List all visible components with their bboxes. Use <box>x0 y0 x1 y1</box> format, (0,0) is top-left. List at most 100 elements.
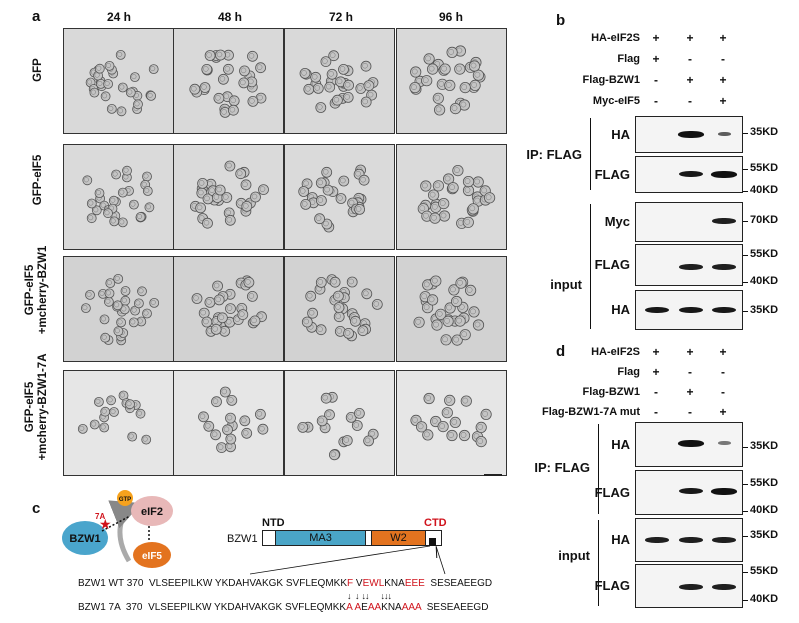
zoom-lines <box>250 546 446 575</box>
condition-sign: - <box>654 94 658 108</box>
mut-sequence: BZW1 7A 370 VLSEEPILKW YKDAHVAKGK SVFLEQ… <box>78 602 489 613</box>
group-bracket <box>590 204 591 329</box>
row-label-gfp-eif5-bzw1-7a: GFP-eIF5+mcherry-BZW1-7A <box>24 353 49 461</box>
marker-tick <box>743 282 748 283</box>
blot-label: HA <box>611 436 630 452</box>
condition-sign: - <box>688 52 692 66</box>
embryo-image-tile <box>396 370 507 476</box>
protein-band <box>644 306 670 314</box>
protein-band <box>712 217 736 225</box>
ctd-label: CTD <box>424 517 447 529</box>
condition-sign: - <box>688 94 692 108</box>
blot-label: FLAG <box>594 484 630 500</box>
mw-marker: 35KD <box>750 440 779 452</box>
mw-marker: 55KD <box>750 565 779 577</box>
protein-band <box>717 441 731 445</box>
embryo-image-tile <box>173 28 284 134</box>
condition-label: HA-eIF2S <box>591 346 640 358</box>
blot-label: HA <box>611 532 630 547</box>
eif5-label: eIF5 <box>142 551 162 562</box>
protein-band <box>645 536 669 544</box>
blot-label: FLAG <box>594 578 630 593</box>
condition-sign: - <box>721 385 725 399</box>
group-bracket <box>590 118 591 190</box>
condition-sign: - <box>721 52 725 66</box>
condition-sign: + <box>719 94 727 108</box>
protein-band <box>711 170 737 178</box>
group-label: IP: FLAG <box>526 147 582 162</box>
protein-band <box>711 306 737 314</box>
blot-label: FLAG <box>594 166 630 182</box>
mw-marker: 55KD <box>750 162 779 174</box>
blot-strip <box>635 470 743 515</box>
condition-sign: - <box>654 385 658 399</box>
timepoint-label: 72 h <box>328 10 353 24</box>
embryo-image-tile <box>284 28 395 134</box>
condition-sign: + <box>652 52 660 66</box>
embryo-image-tile <box>284 256 395 362</box>
marker-tick <box>743 221 748 222</box>
embryo-image-tile <box>63 144 174 250</box>
interaction-diagram: ★ 7A BZW1 eIF2 GTP eIF5 <box>62 490 173 568</box>
embryo-image-tile <box>396 256 507 362</box>
marker-tick <box>743 447 748 448</box>
blot-strip <box>635 290 743 330</box>
blot-strip <box>635 116 743 153</box>
mw-marker: 35KD <box>750 529 779 541</box>
mw-marker: 40KD <box>750 504 779 516</box>
protein-band <box>711 487 737 495</box>
gtp-label: GTP <box>119 497 131 503</box>
condition-sign: - <box>721 365 725 379</box>
group-label: input <box>550 277 582 292</box>
row-label-gfp: GFP <box>32 58 44 82</box>
bzw1-label: BZW1 <box>69 533 100 545</box>
eif2-node <box>131 496 173 526</box>
embryo-image-tile <box>173 256 284 362</box>
scale-bar <box>484 474 502 476</box>
blot-strip <box>635 156 743 193</box>
blot-label: FLAG <box>594 257 630 272</box>
row-label-gfp-eif5: GFP-eIF5 <box>32 154 44 206</box>
condition-sign: + <box>719 405 727 419</box>
condition-sign: + <box>652 365 660 379</box>
condition-sign: + <box>719 31 727 45</box>
row-label-gfp-eif5-bzw1: GFP-eIF5+mcherry-BZW1 <box>24 245 49 335</box>
condition-label: Flag <box>617 366 640 378</box>
condition-sign: + <box>686 73 694 87</box>
condition-sign: - <box>654 405 658 419</box>
protein-band <box>678 306 704 314</box>
group-label: input <box>558 548 590 563</box>
marker-tick <box>743 511 748 512</box>
marker-tick <box>743 255 748 256</box>
group-label: IP: FLAG <box>534 460 590 475</box>
protein-band <box>679 263 703 271</box>
embryo-image-tile <box>63 256 174 362</box>
blot-strip <box>635 564 743 608</box>
protein-band <box>712 583 736 591</box>
protein-band <box>679 583 703 591</box>
marker-tick <box>743 572 748 573</box>
condition-sign: - <box>688 405 692 419</box>
mw-marker: 55KD <box>750 477 779 489</box>
embryo-image-tile <box>284 144 395 250</box>
panel-a-letter: a <box>32 8 41 25</box>
panel-c-letter: c <box>32 500 41 517</box>
marker-tick <box>743 536 748 537</box>
mutation-arrows: ↓ ↓ ↓↓ ↓↓↓ <box>347 591 392 601</box>
blot-strip <box>635 518 743 562</box>
blot-strip <box>635 422 743 467</box>
embryo-image-tile <box>63 370 174 476</box>
mutation-star-icon: ★ <box>99 517 112 533</box>
protein-band <box>678 439 704 447</box>
timepoint-label: 96 h <box>438 10 463 24</box>
marker-tick <box>743 133 748 134</box>
protein-band <box>678 487 704 495</box>
dotted-line <box>101 515 131 532</box>
marker-tick <box>743 191 748 192</box>
protein-label: BZW1 <box>227 533 258 545</box>
mw-marker: 55KD <box>750 248 779 260</box>
blot-label: HA <box>611 126 630 142</box>
wt-sequence: BZW1 WT 370 VLSEEPILKW YKDAHVAKGK SVFLEQ… <box>78 578 493 589</box>
condition-sign: + <box>652 31 660 45</box>
mw-marker: 35KD <box>750 126 779 138</box>
